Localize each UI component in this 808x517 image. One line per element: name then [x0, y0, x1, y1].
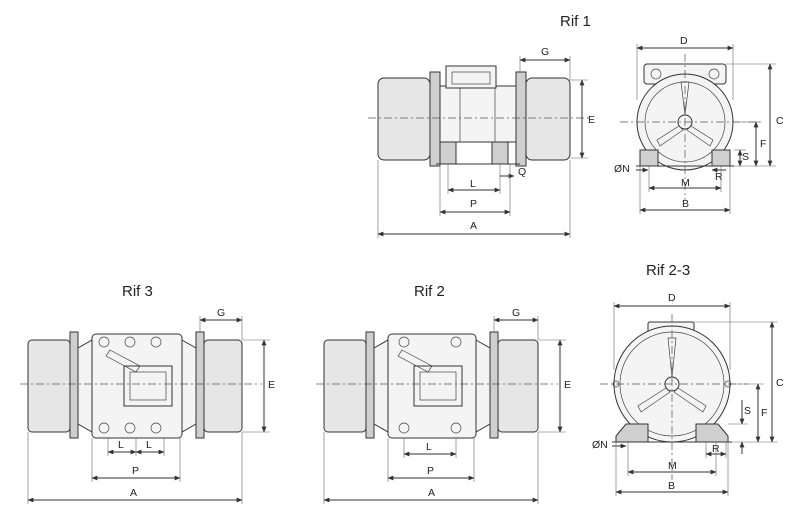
label-D: D [680, 35, 688, 47]
label-ON-rif23: ØN [592, 439, 608, 451]
label-F-rif23: F [761, 407, 767, 419]
label-L-rif2: L [426, 441, 432, 453]
label-E-rif2: E [564, 379, 571, 391]
label-R: R [715, 171, 723, 183]
label-B: B [682, 198, 689, 210]
label-F: F [760, 138, 766, 150]
rif2-side-view: Rif 2 G E L P [316, 283, 571, 504]
label-A: A [470, 220, 477, 232]
title-rif1: Rif 1 [560, 13, 591, 30]
label-E: E [588, 114, 595, 126]
label-A-rif3: A [130, 487, 137, 499]
rif1-front-view: D C F S ØN R M B [614, 35, 784, 214]
title-rif23: Rif 2-3 [646, 262, 690, 279]
label-A-rif2: A [428, 487, 435, 499]
label-S: S [742, 151, 749, 163]
label-Q: Q [518, 166, 526, 178]
label-ON: ØN [614, 163, 630, 175]
rif3-side-view: Rif 3 G E L L [20, 283, 275, 504]
label-D-rif23: D [668, 292, 676, 304]
rif1-side-view: Rif 1 G E L Q [368, 13, 595, 238]
label-S-rif23: S [744, 405, 751, 417]
label-P-rif2: P [427, 465, 434, 477]
label-L2-rif3: L [146, 439, 152, 451]
label-G-rif3: G [217, 307, 225, 319]
title-rif2: Rif 2 [414, 283, 445, 300]
label-C-rif23: C [776, 377, 784, 389]
label-C: C [776, 115, 784, 127]
label-M-rif23: M [668, 460, 677, 472]
label-L1-rif3: L [118, 439, 124, 451]
label-B-rif23: B [668, 480, 675, 492]
label-P-rif3: P [132, 465, 139, 477]
title-rif3: Rif 3 [122, 283, 153, 300]
label-E-rif3: E [268, 379, 275, 391]
label-G-rif2: G [512, 307, 520, 319]
label-L: L [470, 178, 476, 190]
rif23-front-view: Rif 2-3 D C F S ØN [592, 262, 784, 496]
label-M: M [681, 177, 690, 189]
label-G: G [541, 46, 549, 58]
label-P: P [470, 198, 477, 210]
